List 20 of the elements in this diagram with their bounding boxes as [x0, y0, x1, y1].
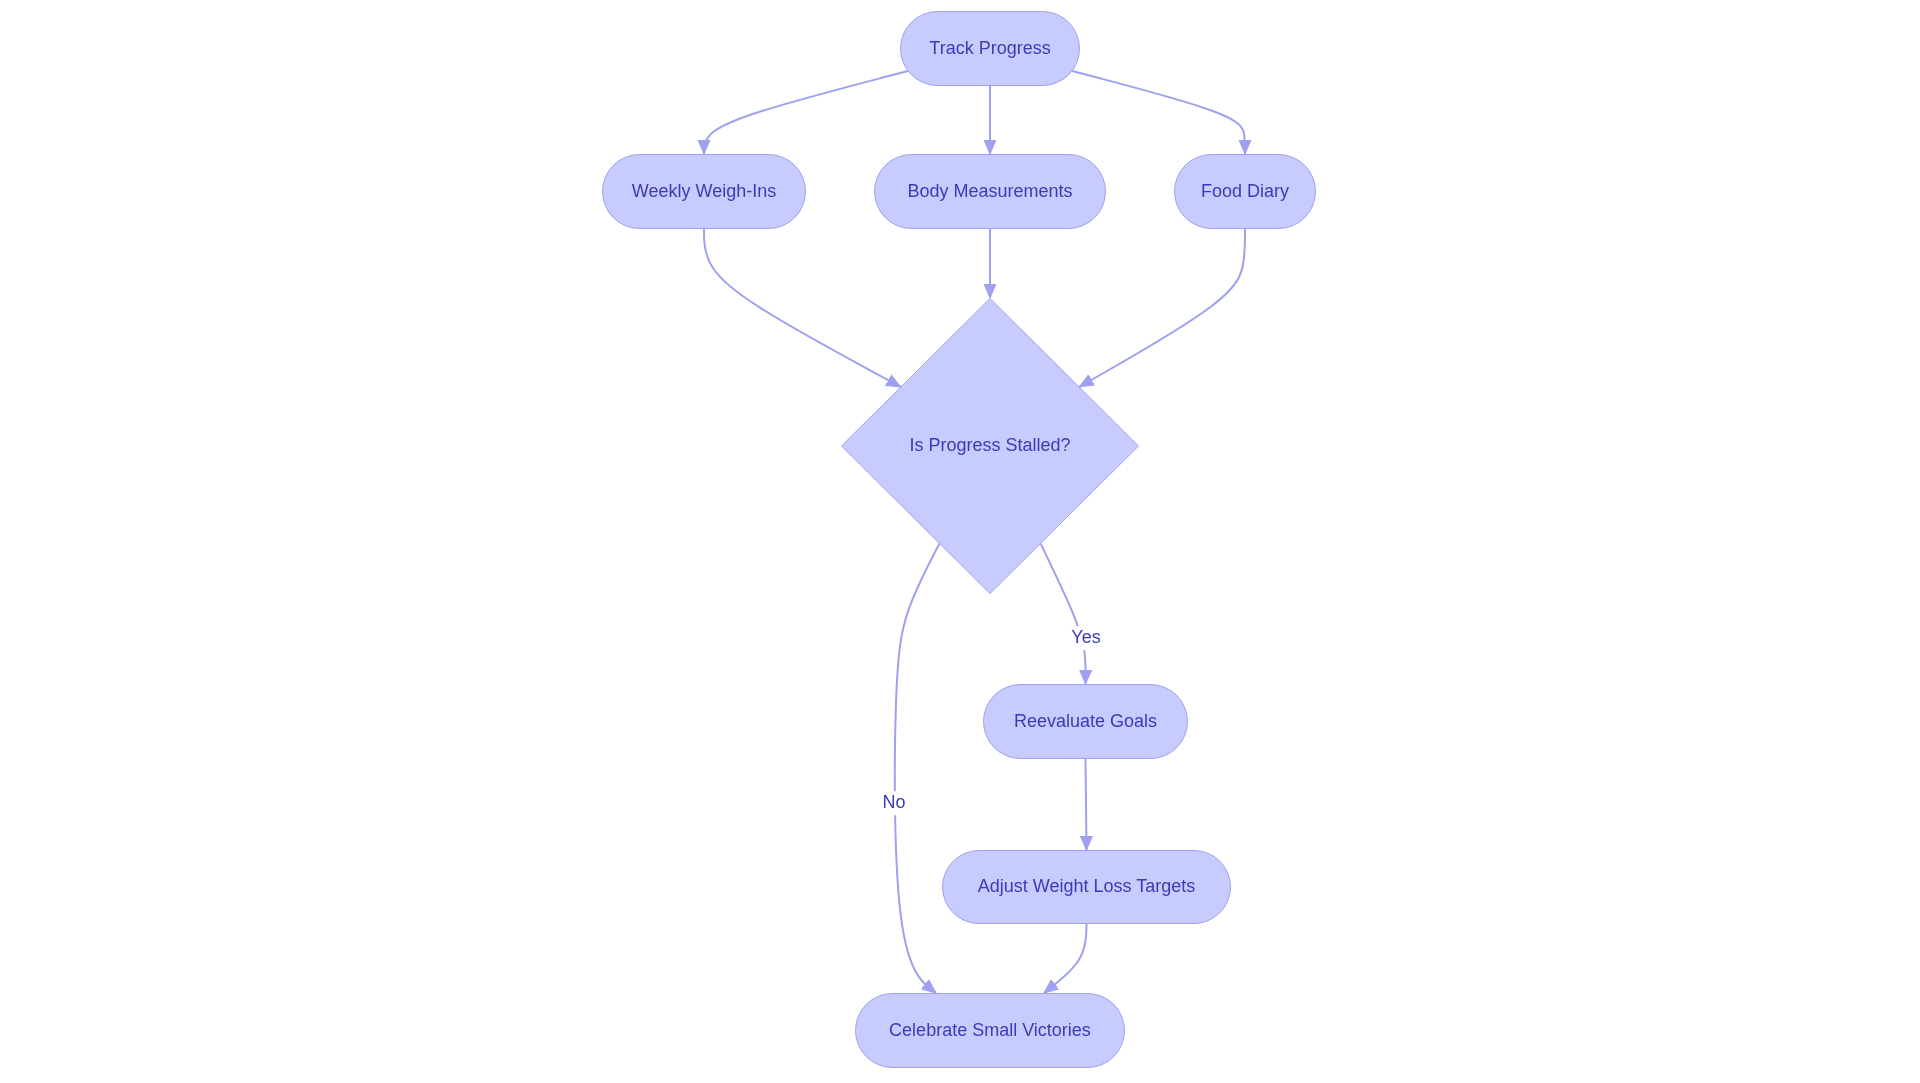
arrow [703, 228, 902, 388]
step-text: Adjust Weight Loss Targets [977, 876, 1196, 898]
arrow [1079, 758, 1093, 851]
decision-diamond [841, 298, 1139, 594]
arrow [983, 85, 997, 155]
arrow [697, 70, 909, 155]
process-step [900, 11, 1080, 86]
arrow [893, 542, 941, 994]
step-text: Track Progress [929, 37, 1051, 60]
arrow [1078, 228, 1246, 388]
edge-label: Yes [1068, 626, 1104, 650]
step-text: Body Measurements [907, 180, 1073, 203]
decision-text: Is Progress Stalled? [909, 435, 1071, 457]
step-text: Reevaluate Goals [1013, 710, 1158, 733]
step-text: Food Diary [1201, 180, 1289, 203]
step-text: Celebrate Small Victories [889, 1019, 1091, 1042]
step-text: Weekly Weigh-Ins [631, 180, 777, 203]
arrow [983, 228, 997, 299]
arrow [1071, 70, 1252, 155]
arrow [1043, 923, 1088, 994]
